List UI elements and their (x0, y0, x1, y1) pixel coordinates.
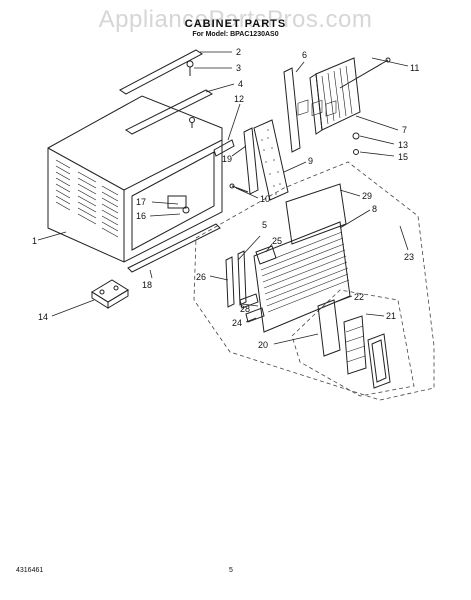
screw-side (229, 183, 249, 193)
callout-22: 22 (354, 292, 364, 302)
side-gasket (243, 127, 259, 195)
callout-9: 9 (308, 156, 313, 166)
callout-26: 26 (196, 272, 206, 282)
callout-12: 12 (234, 94, 244, 104)
page-number: 5 (229, 567, 233, 574)
louver-bracket (317, 299, 341, 357)
bottom-rail (127, 223, 221, 273)
callout-15: 15 (398, 152, 408, 162)
callout-2: 2 (236, 47, 241, 57)
callout-23: 23 (404, 252, 414, 262)
callout-14: 14 (38, 312, 48, 322)
louver-door (367, 333, 391, 389)
callout-17: 17 (136, 197, 146, 207)
air-filter (253, 119, 289, 201)
callout-1: 1 (32, 236, 37, 246)
clip (255, 245, 277, 265)
callout-11: 11 (410, 63, 419, 73)
group-outline-front-assembly (193, 161, 435, 401)
callout-28: 28 (240, 304, 250, 314)
callout-6: 6 (302, 50, 307, 60)
callout-7: 7 (402, 125, 407, 135)
callout-21: 21 (386, 311, 396, 321)
watermark: AppliancePartsPros.com (98, 6, 373, 33)
channel-strip (283, 67, 301, 153)
return-air-grille (285, 99, 347, 245)
screw-long (339, 57, 391, 89)
callout-20: 20 (258, 340, 268, 350)
callout-19: 19 (222, 154, 232, 164)
callout-4: 4 (238, 79, 243, 89)
callout-13: 13 (398, 140, 408, 150)
washer (353, 149, 359, 155)
side-rail (213, 139, 235, 157)
callout-3: 3 (236, 63, 241, 73)
group-outline-louver-kit (291, 289, 415, 397)
top-rail-front (119, 49, 203, 95)
diagram-title: CABINET PARTS (184, 18, 287, 30)
trim-strip (237, 250, 247, 306)
nut (352, 132, 360, 140)
callout-5: 5 (262, 220, 267, 230)
top-rail-rear (125, 89, 213, 135)
callout-16: 16 (136, 211, 146, 221)
side-trim (225, 256, 235, 308)
callout-18: 18 (142, 280, 152, 290)
louver-blades (343, 315, 367, 375)
callout-24: 24 (232, 318, 242, 328)
side-curtain-panel (309, 57, 361, 135)
callout-25: 25 (272, 236, 282, 246)
cabinet-body (47, 95, 223, 263)
callout-29: 29 (362, 191, 372, 201)
screw-top (186, 60, 194, 76)
callout-8: 8 (372, 204, 377, 214)
retainer (245, 307, 265, 323)
document-number: 4316461 (16, 567, 44, 574)
leader-lines (37, 51, 409, 345)
callout-10: 10 (260, 194, 270, 204)
screw-mid (189, 117, 195, 128)
model-label: For Model: BPAC1230AS0 (192, 31, 279, 38)
foam-block (239, 293, 259, 309)
front-grille (253, 221, 351, 333)
